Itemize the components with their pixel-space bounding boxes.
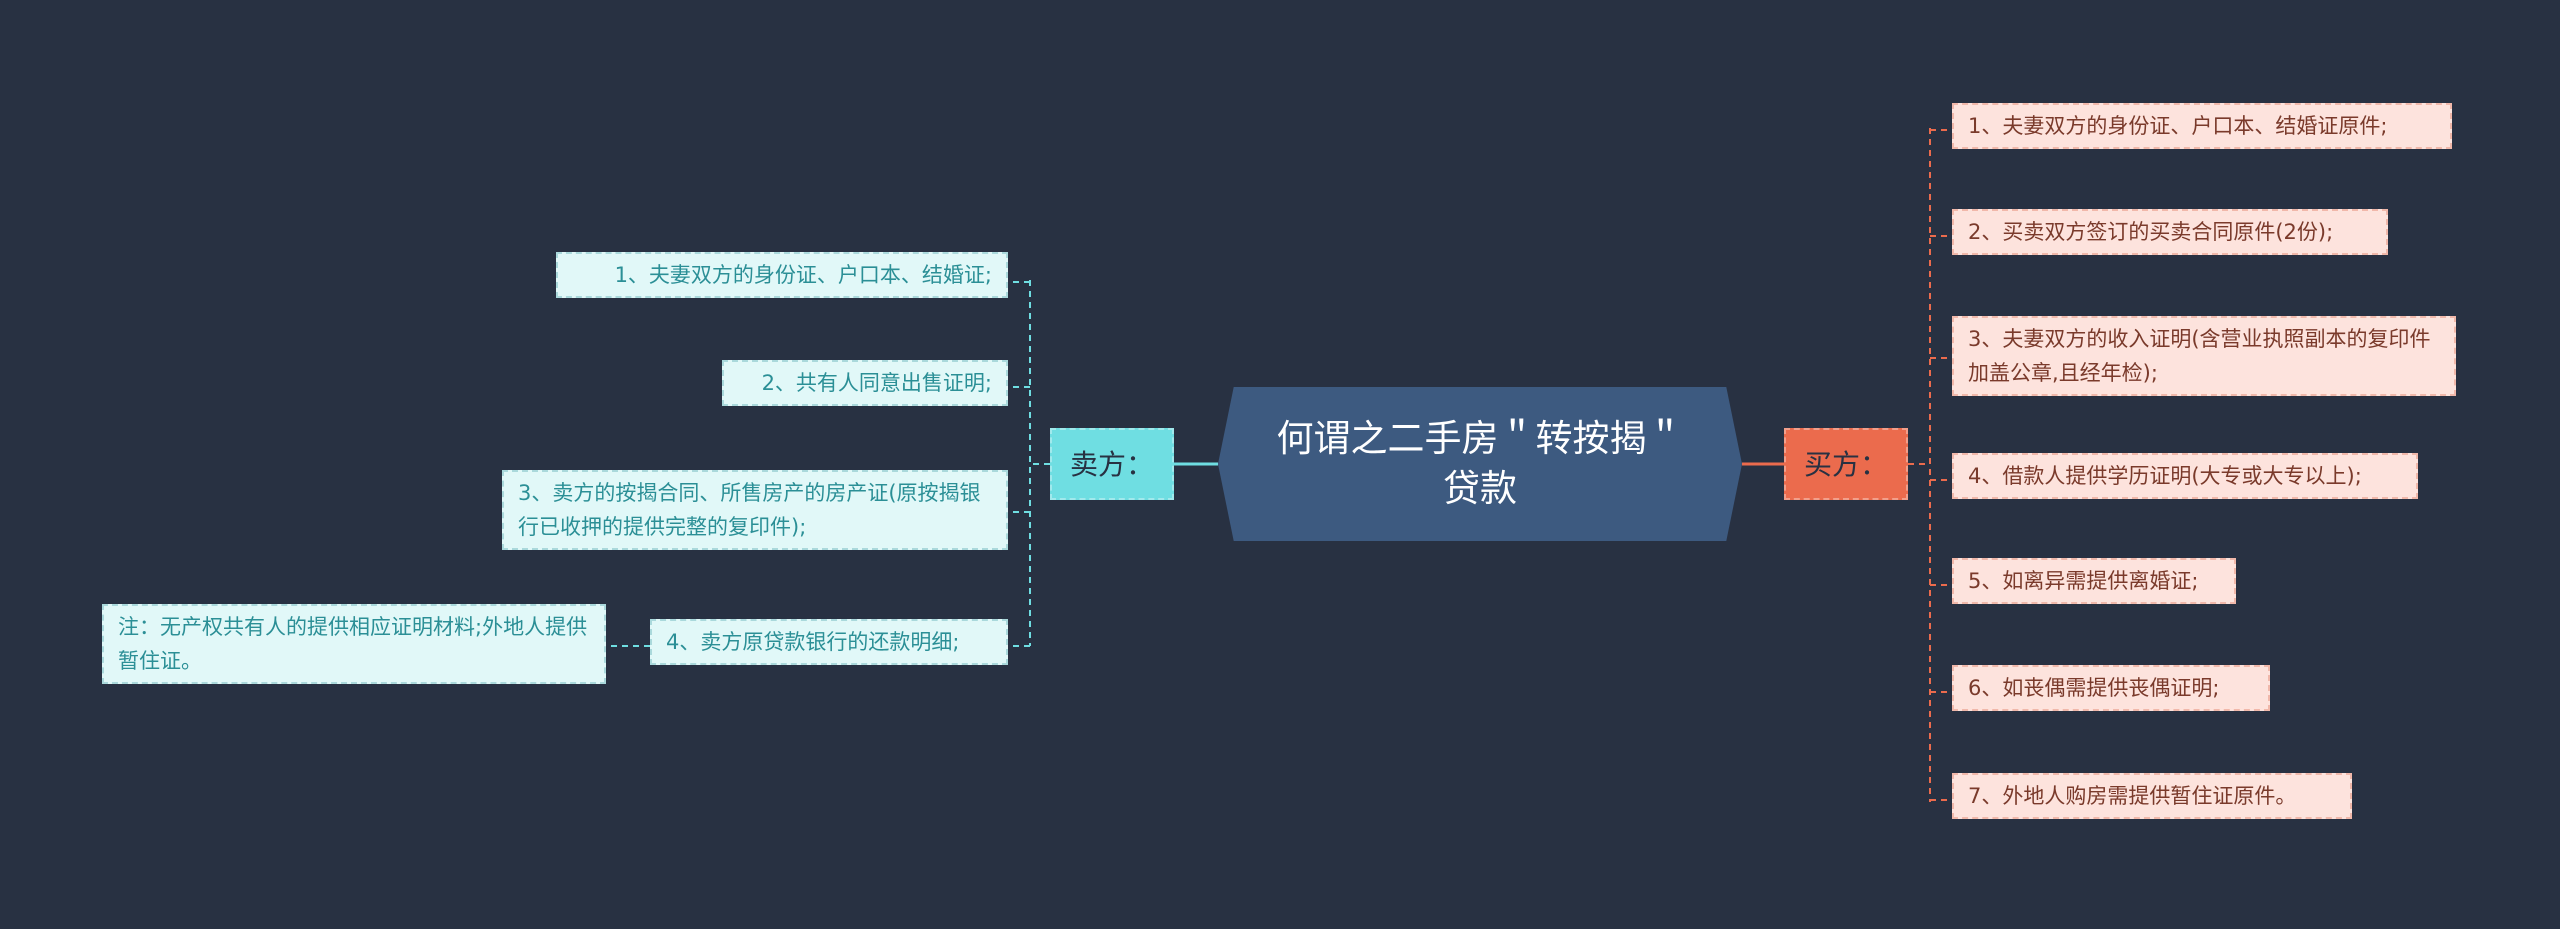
root-topic[interactable]: 何谓之二手房＂转按揭＂贷款 [1218, 387, 1742, 541]
buyer-branch[interactable]: 买方： [1784, 428, 1908, 500]
buyer-item-7[interactable]: 7、外地人购房需提供暂住证原件。 [1952, 773, 2352, 819]
buyer-item-3[interactable]: 3、夫妻双方的收入证明(含营业执照副本的复印件加盖公章,且经年检); [1952, 316, 2456, 396]
buyer-item-2[interactable]: 2、买卖双方签订的买卖合同原件(2份); [1952, 209, 2388, 255]
buyer-item-1[interactable]: 1、夫妻双方的身份证、户口本、结婚证原件; [1952, 103, 2452, 149]
buyer-item-4[interactable]: 4、借款人提供学历证明(大专或大专以上); [1952, 453, 2418, 499]
seller-branch[interactable]: 卖方： [1050, 428, 1174, 500]
seller-item-3[interactable]: 3、卖方的按揭合同、所售房产的房产证(原按揭银行已收押的提供完整的复印件); [502, 470, 1008, 550]
root-topic-label: 何谓之二手房＂转按揭＂贷款 [1276, 417, 1684, 510]
seller-item-1[interactable]: 1、夫妻双方的身份证、户口本、结婚证; [556, 252, 1008, 298]
seller-note[interactable]: 注：无产权共有人的提供相应证明材料;外地人提供暂住证。 [102, 604, 606, 684]
buyer-item-5[interactable]: 5、如离异需提供离婚证; [1952, 558, 2236, 604]
buyer-item-6[interactable]: 6、如丧偶需提供丧偶证明; [1952, 665, 2270, 711]
seller-item-2[interactable]: 2、共有人同意出售证明; [722, 360, 1008, 406]
seller-item-4[interactable]: 4、卖方原贷款银行的还款明细; [650, 619, 1008, 665]
